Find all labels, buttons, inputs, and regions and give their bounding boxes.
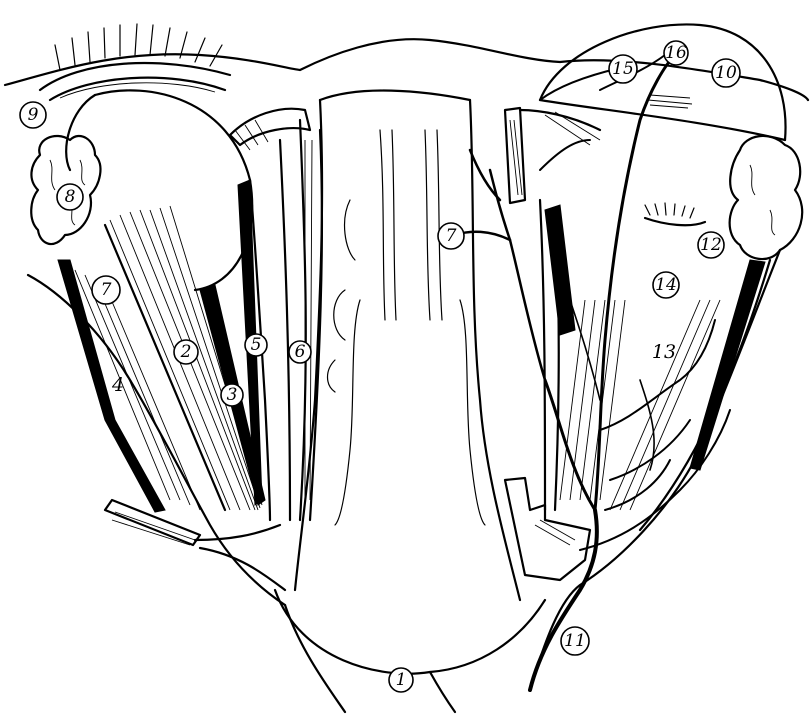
label-7-center: 7 <box>438 223 464 249</box>
right-orbit <box>505 24 802 580</box>
label-6: 6 <box>289 341 311 363</box>
label-5: 5 <box>245 334 267 356</box>
svg-text:8: 8 <box>65 187 76 207</box>
svg-text:7: 7 <box>101 280 112 300</box>
label-13: 13 <box>652 341 676 363</box>
svg-text:3: 3 <box>227 385 238 405</box>
svg-text:7: 7 <box>446 226 457 246</box>
svg-text:16: 16 <box>665 43 687 63</box>
svg-text:4: 4 <box>111 374 124 396</box>
label-16: 16 <box>664 41 688 65</box>
label-14: 14 <box>653 272 679 298</box>
svg-text:11: 11 <box>564 631 586 651</box>
label-10: 10 <box>712 59 740 87</box>
label-9: 9 <box>20 102 46 128</box>
left-eye <box>40 24 252 290</box>
svg-text:2: 2 <box>180 342 192 362</box>
svg-text:10: 10 <box>715 63 737 83</box>
label-12: 12 <box>698 232 724 258</box>
label-15: 15 <box>609 55 637 83</box>
label-8: 8 <box>57 184 83 210</box>
label-11: 11 <box>561 627 589 655</box>
svg-text:13: 13 <box>652 341 676 363</box>
svg-text:5: 5 <box>251 335 262 355</box>
svg-text:14: 14 <box>655 275 677 295</box>
svg-text:15: 15 <box>612 59 634 79</box>
svg-text:12: 12 <box>700 235 722 255</box>
svg-text:9: 9 <box>28 105 39 125</box>
label-4: 4 <box>111 374 124 396</box>
svg-text:6: 6 <box>295 342 306 362</box>
nerve-branches <box>455 55 730 690</box>
svg-text:1: 1 <box>396 670 407 690</box>
label-7-left: 7 <box>92 276 120 304</box>
label-1: 1 <box>389 668 413 692</box>
nasal-cavity <box>295 91 520 600</box>
label-2: 2 <box>174 340 198 364</box>
label-3: 3 <box>221 384 243 406</box>
